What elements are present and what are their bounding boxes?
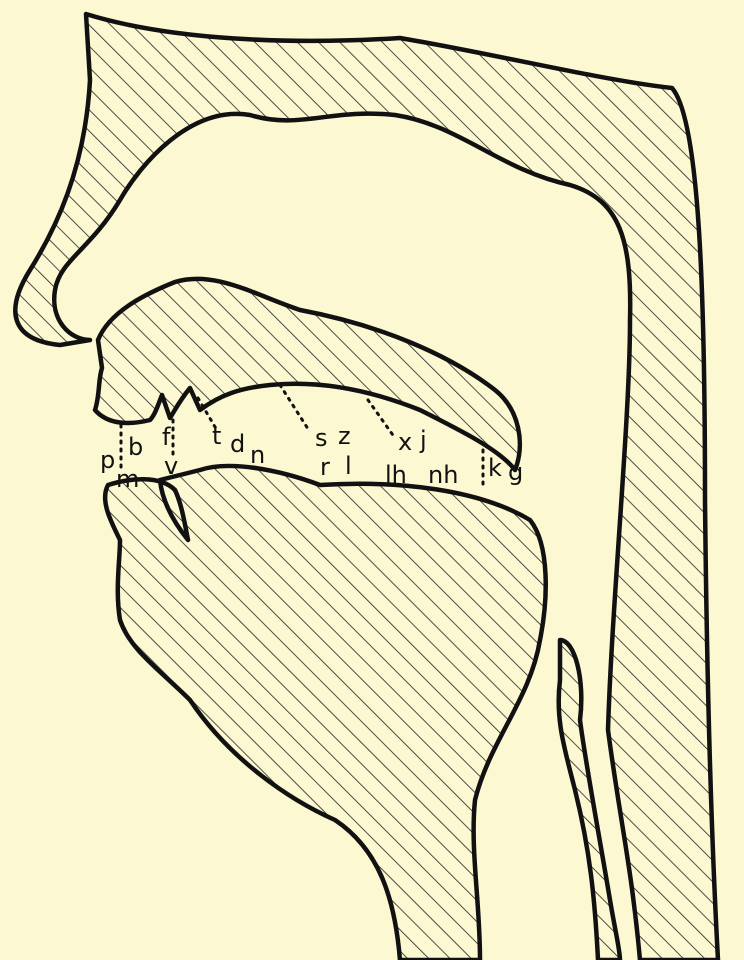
label-p: p — [100, 446, 115, 474]
upper-lip-and-palate — [95, 279, 520, 470]
label-b: b — [128, 433, 143, 461]
label-j: j — [419, 426, 427, 454]
guide-alveolar — [280, 385, 310, 432]
label-t: t — [212, 422, 221, 450]
label-m: m — [116, 465, 139, 493]
label-v: v — [164, 452, 178, 480]
label-k: k — [488, 454, 502, 482]
label-s: s — [315, 424, 328, 452]
label-nh: nh — [428, 461, 458, 489]
tongue-and-jaw — [105, 466, 546, 960]
label-z: z — [338, 422, 351, 450]
label-d: d — [230, 430, 245, 458]
label-l: l — [345, 452, 352, 480]
label-g: g — [508, 458, 523, 486]
label-x: x — [398, 428, 412, 456]
label-f: f — [162, 423, 171, 451]
guide-palatal — [368, 400, 395, 438]
label-lh: lh — [385, 461, 407, 489]
label-r: r — [320, 453, 330, 481]
label-n: n — [250, 441, 265, 469]
